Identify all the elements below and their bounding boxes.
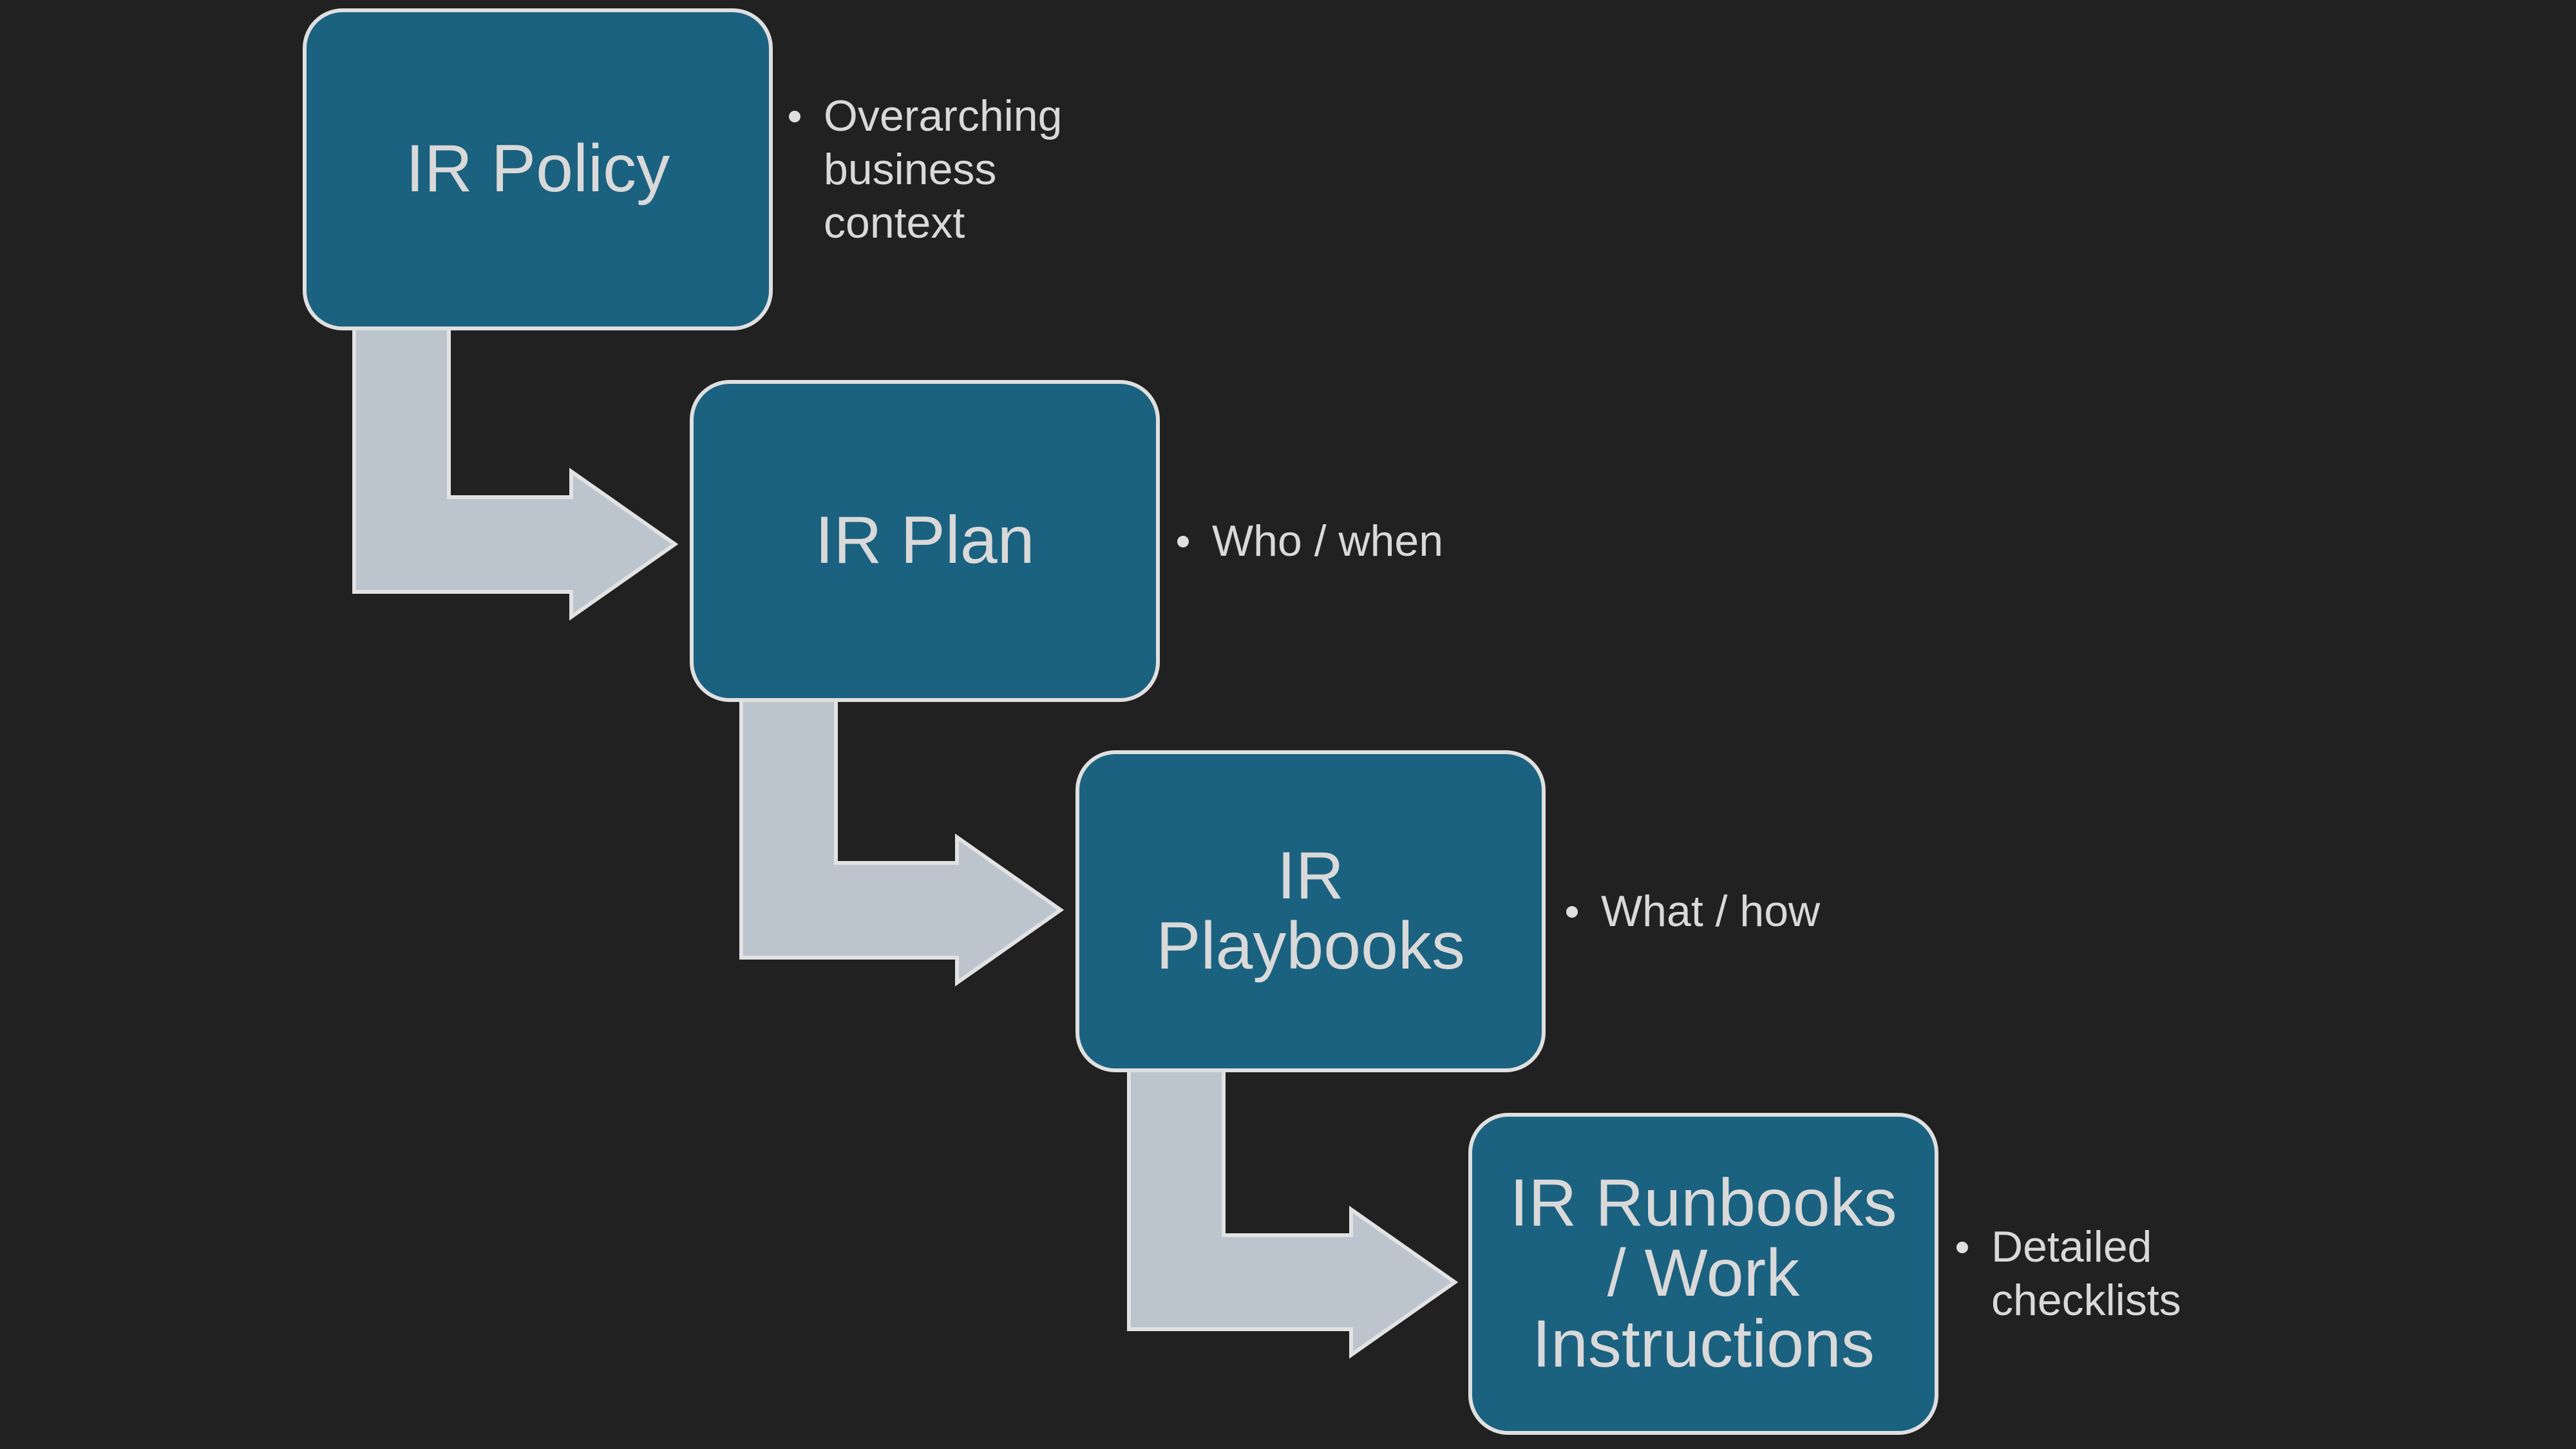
bullet-dot-icon (1177, 535, 1189, 547)
note-ir-playbooks: What / how (1566, 750, 1927, 1072)
bent-arrow-plan-to-playbooks-icon (739, 697, 1065, 987)
bent-arrow-playbooks-to-runbooks-icon (1127, 1066, 1459, 1359)
node-ir-runbooks: IR Runbooks / Work Instructions (1468, 1113, 1938, 1435)
node-ir-playbooks: IR Playbooks (1075, 750, 1546, 1072)
note-ir-runbooks-text: Detailed checklists (1991, 1222, 2181, 1325)
bullet-dot-icon (789, 110, 800, 122)
note-ir-runbooks: Detailed checklists (1956, 1113, 2343, 1435)
note-ir-plan: Who / when (1177, 380, 1538, 702)
node-ir-plan: IR Plan (690, 380, 1160, 702)
node-ir-policy-label: IR Policy (405, 131, 670, 207)
note-ir-policy-text: Overarching business context (824, 91, 1063, 247)
bullet-dot-icon (1566, 905, 1578, 918)
note-ir-plan-text: Who / when (1212, 516, 1444, 565)
node-ir-runbooks-label: IR Runbooks / Work Instructions (1510, 1166, 1897, 1381)
node-ir-plan-label: IR Plan (815, 503, 1035, 578)
note-ir-playbooks-text: What / how (1601, 886, 1821, 936)
bullet-dot-icon (1956, 1242, 1968, 1253)
node-ir-policy: IR Policy (303, 8, 773, 330)
node-ir-playbooks-label: IR Playbooks (1156, 838, 1465, 983)
note-ir-policy: Overarching business context (789, 8, 1150, 330)
bent-arrow-policy-to-plan-icon (352, 323, 679, 621)
